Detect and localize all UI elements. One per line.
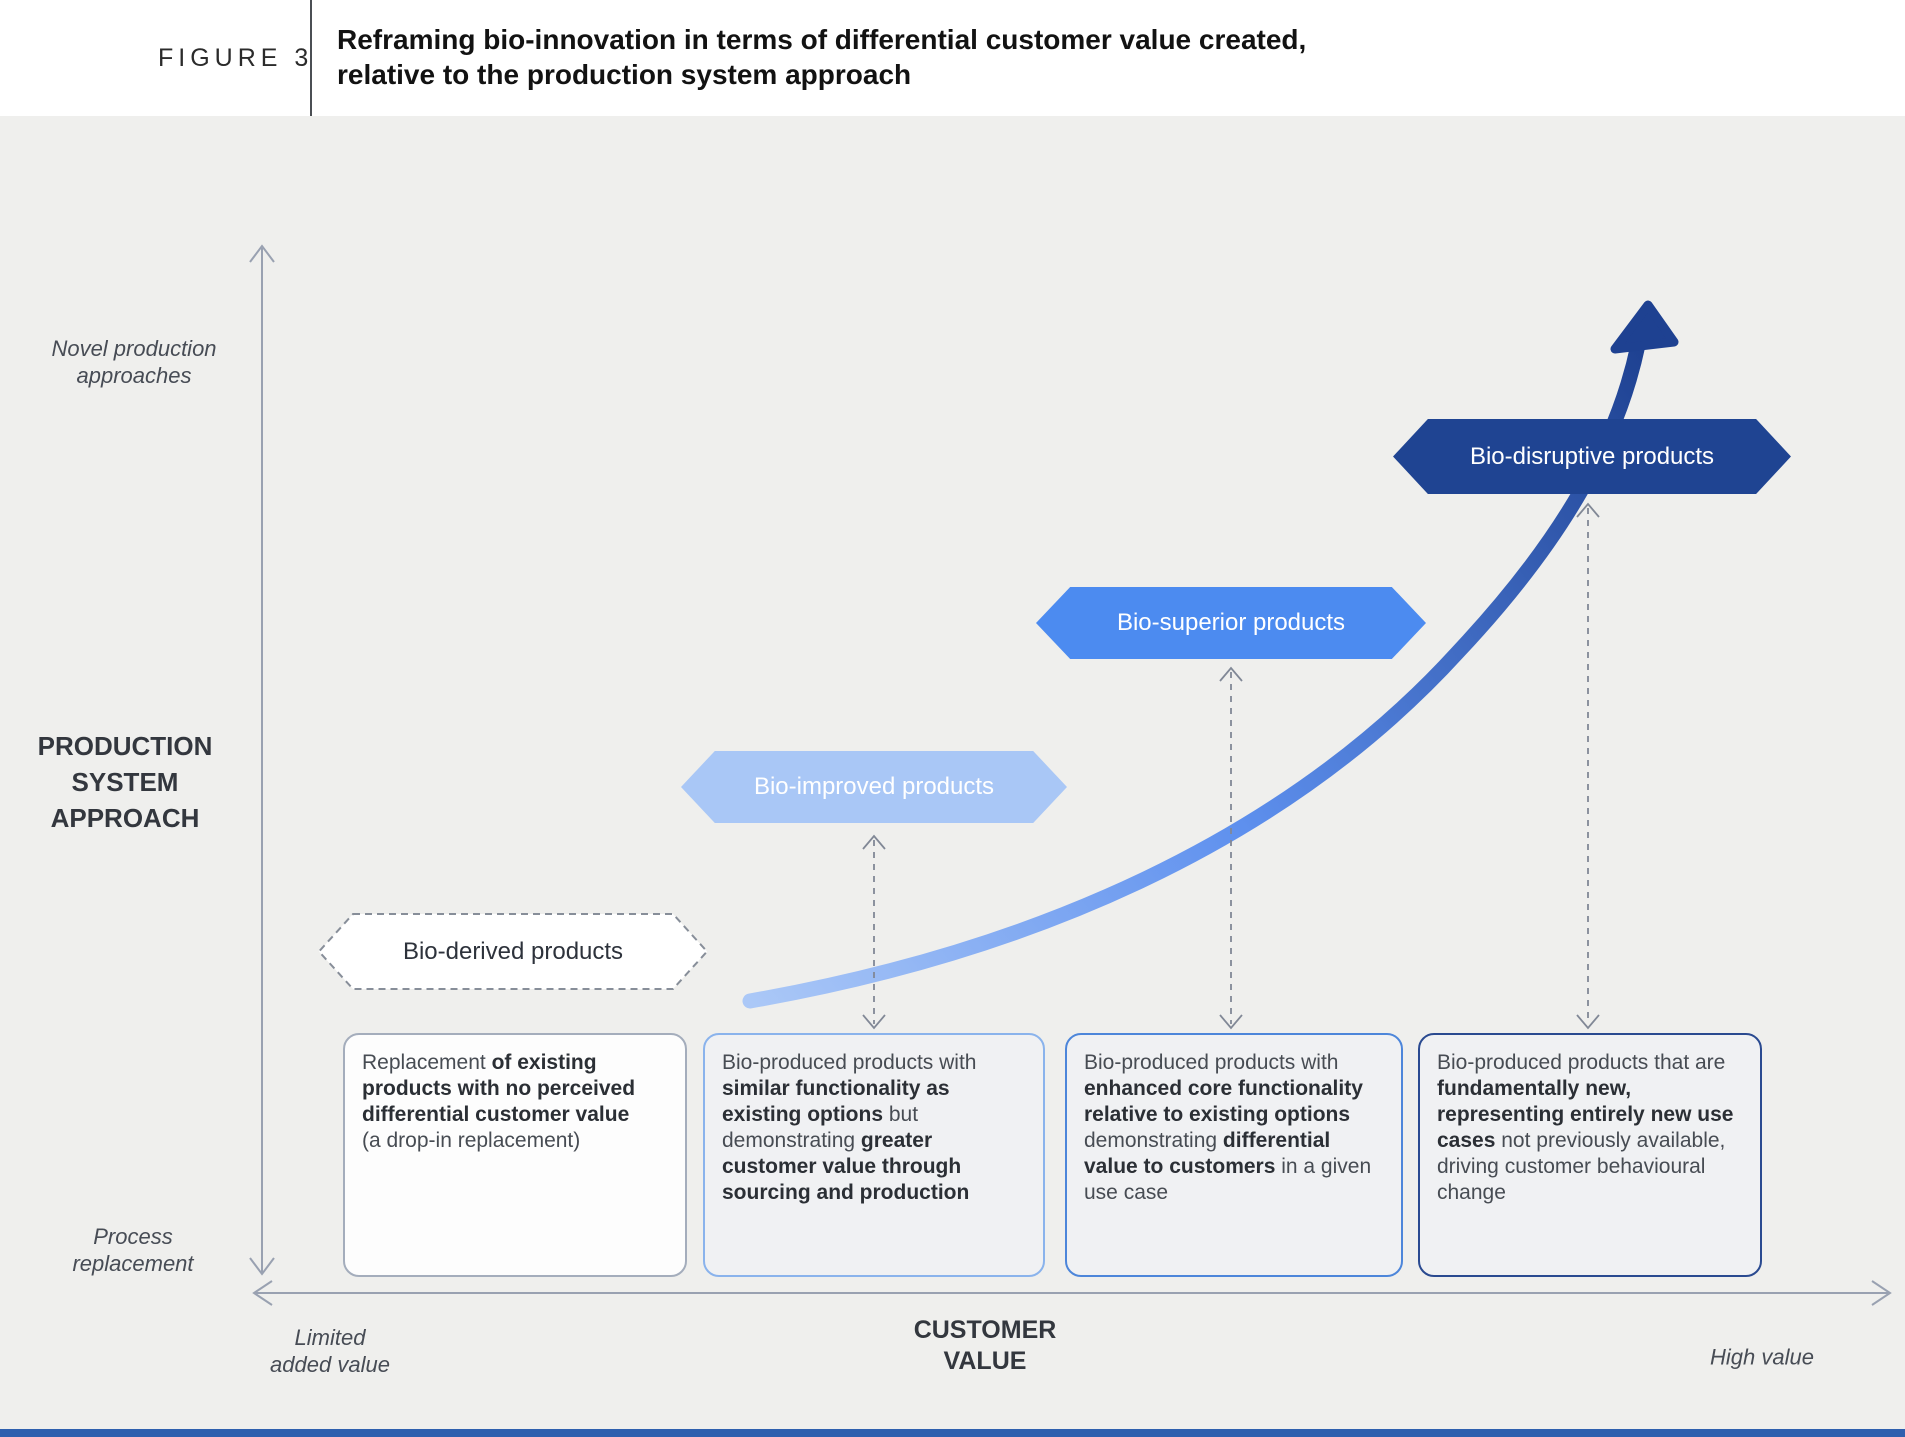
header-divider (310, 0, 312, 116)
hexagon-shape (318, 913, 708, 990)
hexagon-bio-derived: Bio-derived products (318, 913, 708, 990)
hexagon-shape (1393, 419, 1791, 494)
figure-title-line2: relative to the production system approa… (337, 59, 912, 90)
description-box-bio-superior: Bio-produced products with enhanced core… (1065, 1033, 1403, 1277)
arrow-down-icon (249, 1257, 275, 1276)
hexagon-bio-disruptive: Bio-disruptive products (1392, 418, 1792, 495)
arrow-down-icon (862, 1014, 886, 1030)
figure-title: Reframing bio-innovation in terms of dif… (337, 22, 1306, 92)
figure-number-label: FIGURE 3 (158, 43, 314, 72)
connector-arrow-bio-disruptive (1576, 502, 1600, 1030)
arrow-up-icon (249, 244, 275, 263)
figure-header: FIGURE 3 Reframing bio-innovation in ter… (0, 0, 1905, 116)
description-box-bio-improved: Bio-produced products with similar funct… (703, 1033, 1045, 1277)
hexagon-shape (1036, 586, 1426, 660)
footer-accent-bar (0, 1429, 1905, 1437)
hexagon-shape (680, 750, 1068, 824)
arrow-right-icon (1871, 1280, 1892, 1306)
y-axis-title: PRODUCTION SYSTEM APPROACH (37, 731, 213, 833)
y-axis-top-label: Novel production approaches (51, 336, 217, 388)
arrow-up-icon (862, 834, 886, 850)
arrow-down-icon (1219, 1014, 1243, 1030)
hexagon-bio-superior: Bio-superior products (1035, 586, 1427, 660)
hexagon-label: Bio-improved products (753, 773, 995, 800)
arrow-down-icon (1576, 1014, 1600, 1030)
y-axis-arrow (249, 244, 275, 1276)
figure-title-line1: Reframing bio-innovation in terms of dif… (337, 24, 1307, 55)
hexagon-label: Bio-superior products (1116, 609, 1346, 636)
x-axis-arrow (252, 1280, 1892, 1306)
connector-arrow-bio-improved (862, 834, 886, 1030)
curve-arrowhead-icon (1610, 300, 1679, 354)
hexagon-label: Bio-disruptive products (1469, 442, 1715, 470)
arrow-up-icon (1576, 502, 1600, 518)
arrow-up-icon (1219, 666, 1243, 682)
x-axis-title: CUSTOMER VALUE (913, 1316, 1057, 1375)
x-axis-left-label: Limited added value (270, 1325, 390, 1377)
hexagon-bio-improved: Bio-improved products (680, 750, 1068, 824)
y-axis-bottom-label: Process replacement (72, 1224, 194, 1276)
arrow-left-icon (252, 1280, 273, 1306)
description-box-bio-derived: Replacement of existing products with no… (343, 1033, 687, 1277)
hexagon-label: Bio-derived products (402, 937, 624, 965)
x-axis-right-label: High value (1710, 1344, 1814, 1370)
connector-arrow-bio-superior (1219, 666, 1243, 1030)
description-box-bio-disruptive: Bio-produced products that are fundament… (1418, 1033, 1762, 1277)
